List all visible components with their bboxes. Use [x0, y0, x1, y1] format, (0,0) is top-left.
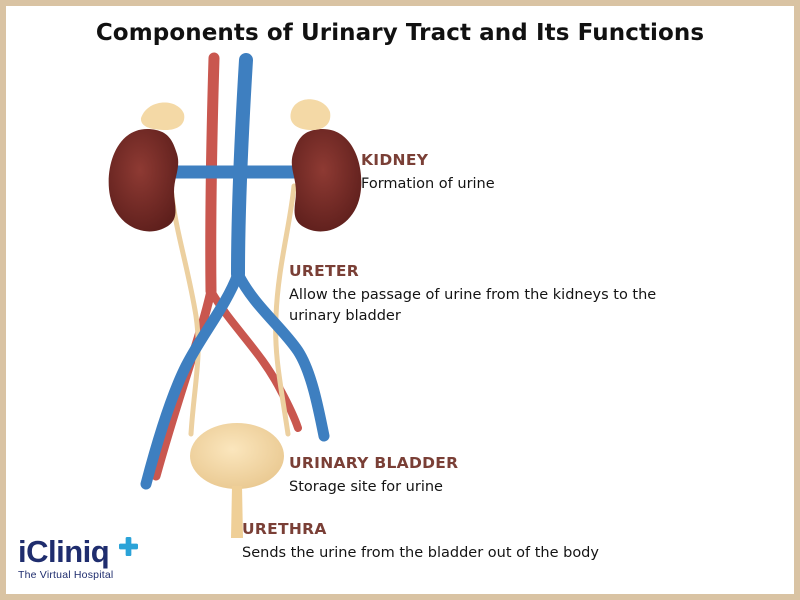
bladder-description: Storage site for urine — [289, 479, 443, 495]
urinary-tract-illustration — [108, 52, 362, 538]
vein — [140, 53, 330, 490]
logo-tagline: The Virtual Hospital — [18, 569, 114, 581]
right-kidney — [290, 99, 362, 232]
urethra-label: URETHRA Sends the urine from the bladder… — [242, 520, 599, 564]
urinary-bladder — [190, 423, 284, 538]
ureter-description-line1: Allow the passage of urine from the kidn… — [289, 287, 657, 303]
ureter-description-line2: urinary bladder — [289, 308, 401, 324]
page-title: Components of Urinary Tract and Its Func… — [95, 20, 705, 46]
ureter-label: URETER Allow the passage of urine from t… — [289, 262, 656, 327]
left-kidney — [108, 102, 185, 232]
diagram-frame: Components of Urinary Tract and Its Func… — [6, 6, 794, 594]
urethra-heading: URETHRA — [242, 520, 327, 538]
bladder-label: URINARY BLADDER Storage site for urine — [289, 454, 458, 498]
ureter-heading: URETER — [289, 262, 360, 280]
plus-icon — [119, 537, 138, 556]
urethra-description: Sends the urine from the bladder out of … — [242, 545, 599, 561]
urethra — [231, 486, 243, 538]
ureter — [168, 183, 297, 437]
right-adrenal-gland — [290, 99, 331, 130]
bladder-heading: URINARY BLADDER — [289, 454, 459, 472]
left-adrenal-gland — [140, 102, 185, 130]
kidney-label: KIDNEY Formation of urine — [361, 151, 495, 195]
kidney-heading: KIDNEY — [361, 151, 429, 169]
logo-name: iCliniq — [18, 534, 110, 569]
kidney-description: Formation of urine — [361, 176, 495, 192]
iclinq-logo: iCliniq The Virtual Hospital — [18, 534, 138, 581]
